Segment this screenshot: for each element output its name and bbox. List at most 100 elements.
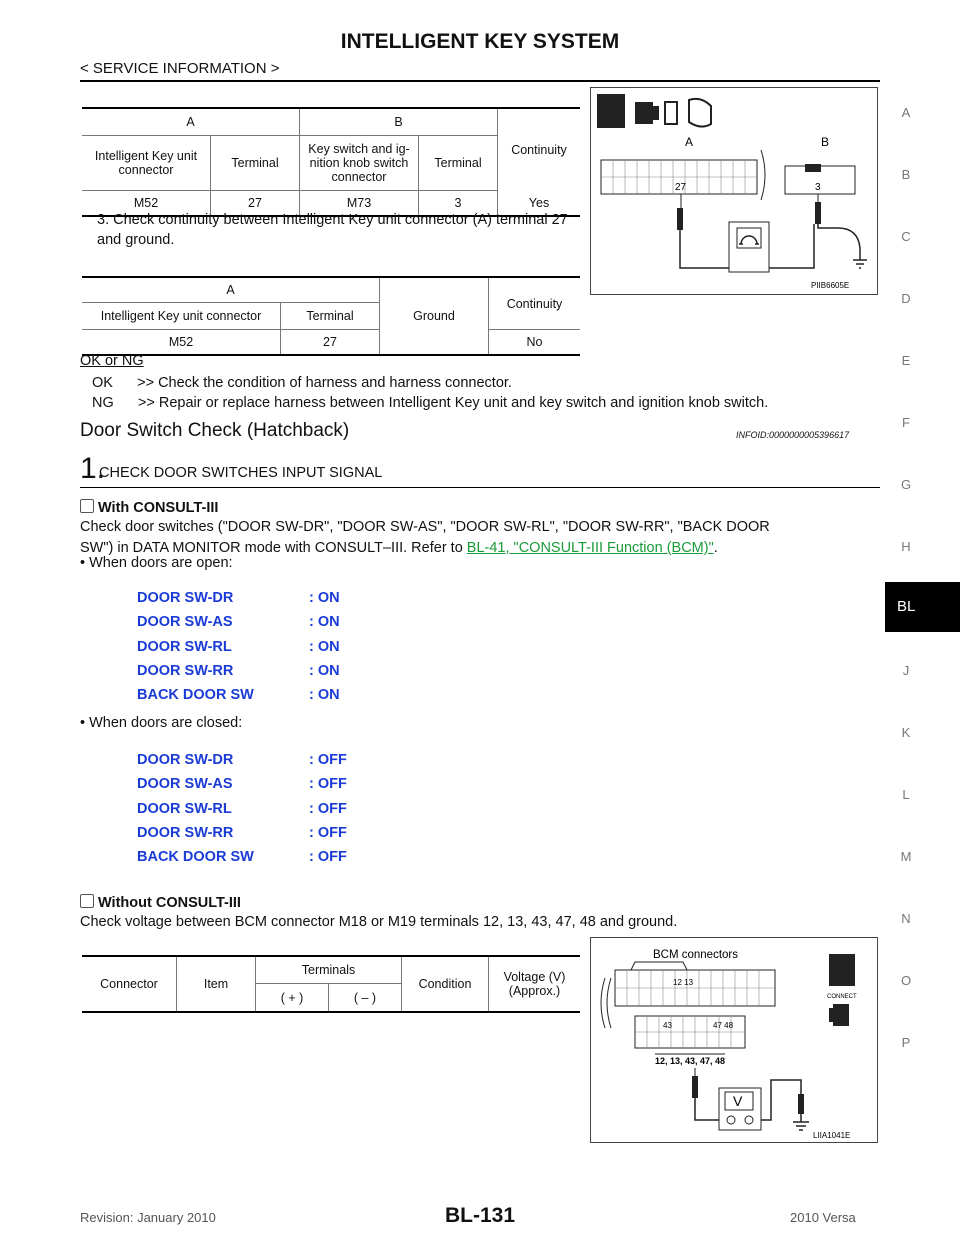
switch-name: DOOR SW-RL bbox=[137, 800, 232, 817]
diag2-pins-top: 12 13 bbox=[673, 978, 694, 987]
t2-cell: 27 bbox=[280, 329, 380, 355]
step-rule bbox=[80, 487, 880, 488]
voltage-table: Connector Item Terminals Condition Volta… bbox=[82, 955, 580, 1013]
diag2-pins-bot-b: 47 48 bbox=[713, 1021, 734, 1030]
t2-hdr-a: A bbox=[82, 277, 380, 303]
consult-icon bbox=[80, 499, 94, 513]
switch-value: : OFF bbox=[309, 776, 347, 793]
continuity-table-1: A B Continuity Intelligent Key unit conn… bbox=[82, 107, 580, 217]
probe-negative bbox=[798, 1094, 804, 1114]
sidebar-tab[interactable]: J bbox=[902, 663, 910, 678]
t1-cell: 27 bbox=[210, 190, 300, 216]
sidebar-tab[interactable]: G bbox=[900, 477, 912, 492]
sidebar-tab[interactable]: P bbox=[901, 1035, 911, 1050]
probe-b bbox=[815, 202, 821, 224]
diag1-label-a: A bbox=[685, 135, 693, 149]
t3-plus: ( + ) bbox=[255, 983, 329, 1012]
t3-condition: Condition bbox=[401, 956, 489, 1012]
with-consult-label: With CONSULT-III bbox=[98, 500, 219, 516]
t2-cell: No bbox=[488, 329, 580, 355]
switch-status-row: DOOR SW-AS: ON bbox=[137, 614, 397, 630]
without-consult-label: Without CONSULT-III bbox=[98, 895, 241, 911]
sidebar-tab[interactable]: K bbox=[901, 725, 911, 740]
sidebar-tab[interactable]: D bbox=[901, 291, 911, 306]
ground-icon bbox=[793, 1114, 809, 1131]
ok-result: OK >> Check the condition of harness and… bbox=[92, 375, 512, 391]
sidebar-tab[interactable]: N bbox=[901, 911, 911, 926]
harness-break bbox=[600, 977, 612, 1029]
switch-status-row: DOOR SW-RR: OFF bbox=[137, 825, 397, 841]
diag2-title: BCM connectors bbox=[653, 949, 738, 961]
t3-minus: ( – ) bbox=[328, 983, 402, 1012]
switch-value: : ON bbox=[309, 638, 340, 655]
page-title: INTELLIGENT KEY SYSTEM bbox=[340, 30, 620, 53]
sidebar-tab-active[interactable]: BL bbox=[885, 582, 960, 632]
switch-status-row: DOOR SW-AS: OFF bbox=[137, 776, 397, 792]
sidebar-tab[interactable]: H bbox=[901, 539, 911, 554]
with-consult-text2: SW") in DATA MONITOR mode with CONSULT–I… bbox=[80, 540, 463, 556]
terminal-icon bbox=[688, 97, 712, 128]
connector-icon bbox=[829, 1004, 849, 1026]
positive-terminal-icon bbox=[726, 1115, 736, 1125]
sidebar-tab[interactable]: A bbox=[901, 105, 911, 120]
continuity-table-2: A Ground Continuity Intelligent Key unit… bbox=[82, 276, 580, 356]
t2-col2: Terminal bbox=[280, 302, 380, 330]
switch-value: : OFF bbox=[309, 800, 347, 817]
switch-value: : OFF bbox=[309, 824, 347, 841]
switch-name: BACK DOOR SW bbox=[137, 687, 254, 704]
t1-col3: Key switch and ig-nition knob switch con… bbox=[299, 135, 419, 191]
connector-icon bbox=[635, 102, 659, 124]
switch-status-row: DOOR SW-RR : ON bbox=[137, 663, 397, 679]
diag1-pin-b: 3 bbox=[815, 182, 821, 193]
sidebar-tab[interactable]: C bbox=[901, 229, 911, 244]
switch-status-row: DOOR SW-RL : OFF bbox=[137, 801, 397, 817]
without-consult-text: Check voltage between BCM connector M18 … bbox=[80, 914, 678, 930]
t2-hdr-ground: Ground bbox=[379, 277, 489, 355]
info-id: INFOID:0000000005396617 bbox=[736, 430, 850, 440]
t1-cell: M52 bbox=[133, 196, 159, 210]
ohmmeter bbox=[728, 221, 770, 273]
switch-name: BACK DOOR SW bbox=[137, 849, 254, 866]
ng-result: NG >> Repair or replace harness between … bbox=[92, 395, 769, 411]
t2-cell: M52 bbox=[168, 335, 194, 349]
diag2-code: LIIA1041E bbox=[813, 1131, 850, 1140]
switch-status-row: BACK DOOR SW : ON bbox=[137, 687, 397, 703]
with-consult-text2-line: SW") in DATA MONITOR mode with CONSULT–I… bbox=[80, 538, 880, 559]
switch-status-row: BACK DOOR SW: OFF bbox=[137, 849, 397, 865]
section-title: Door Switch Check (Hatchback) bbox=[80, 420, 350, 441]
switch-name: DOOR SW-RR bbox=[137, 662, 234, 679]
diag2-connect: CONNECT bbox=[827, 994, 857, 1000]
switch-name: DOOR SW-DR bbox=[137, 590, 234, 606]
sidebar-tab[interactable]: E bbox=[901, 353, 911, 368]
no-consult-icon bbox=[80, 894, 94, 908]
without-consult-heading: Without CONSULT-III bbox=[80, 893, 241, 914]
t1-col2: Terminal bbox=[210, 135, 300, 191]
sidebar-tab[interactable]: B bbox=[901, 167, 911, 182]
sidebar-tab[interactable]: M bbox=[900, 849, 912, 864]
sidebar-tab[interactable]: O bbox=[900, 973, 912, 988]
sidebar-tab[interactable]: L bbox=[902, 787, 910, 802]
ohm-icon bbox=[736, 227, 762, 249]
ok-ng-label: OK or NG bbox=[80, 353, 144, 369]
consult-function-link[interactable]: BL-41, "CONSULT-III Function (BCM)" bbox=[466, 540, 714, 556]
step3-text: 3. Check continuity between Intelligent … bbox=[97, 212, 568, 248]
t2-hdr-continuity: Continuity bbox=[488, 277, 580, 330]
t1-hdr-a: A bbox=[82, 108, 300, 136]
probe-a bbox=[677, 208, 683, 230]
t3-voltage: Voltage (V) (Approx.) bbox=[488, 956, 580, 1012]
switch-value: : ON bbox=[309, 687, 340, 704]
switch-status-row: DOOR SW-RL : ON bbox=[137, 639, 397, 655]
doors-open-label: • When doors are open: bbox=[80, 555, 233, 571]
switch-name: DOOR SW-DR bbox=[137, 752, 234, 768]
t3-item: Item bbox=[176, 956, 256, 1012]
t1-hdr-b: B bbox=[299, 108, 498, 136]
continuity-diagram: A B 27 3 PIIB6605E bbox=[590, 87, 878, 295]
diag2-terminals: 12, 13, 43, 47, 48 bbox=[655, 1056, 725, 1066]
t1-cell: 3 bbox=[418, 190, 498, 216]
sidebar-tab[interactable]: F bbox=[902, 415, 910, 430]
switch-value: : ON bbox=[309, 662, 340, 679]
diag2-pins-bot-a: 43 bbox=[663, 1021, 672, 1030]
probe-positive bbox=[692, 1076, 698, 1098]
continuity-diagram-svg: A B 27 3 PIIB6605E bbox=[597, 94, 867, 290]
switch-name: DOOR SW-RL bbox=[137, 638, 232, 655]
